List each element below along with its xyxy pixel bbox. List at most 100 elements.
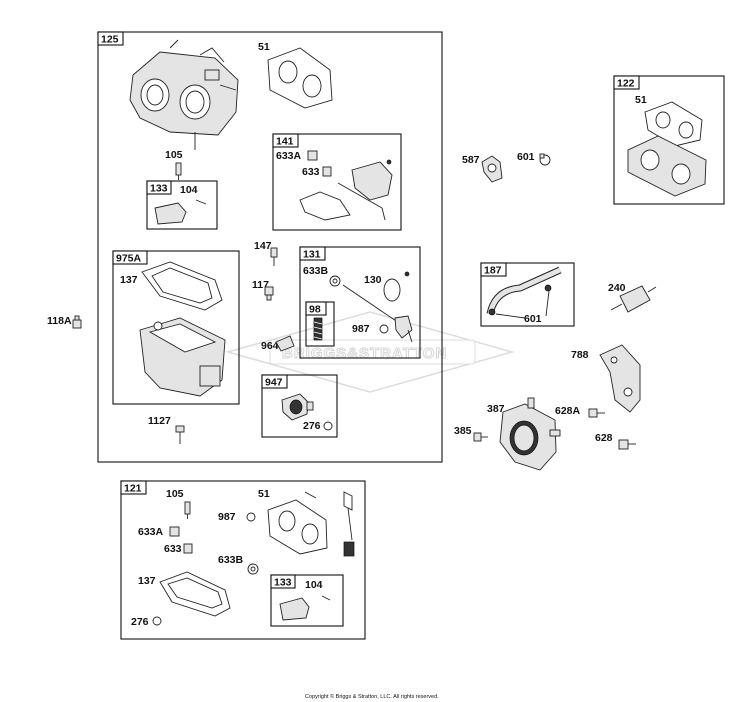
o-ring-276-part bbox=[152, 616, 162, 626]
label-276: 276 bbox=[131, 616, 149, 628]
group-125-tag-box bbox=[97, 31, 124, 46]
label-601: 601 bbox=[524, 313, 542, 325]
group-98-tag: 98 bbox=[309, 304, 321, 316]
bushing-633-part bbox=[322, 166, 332, 177]
label-51: 51 bbox=[258, 488, 270, 500]
group-122-tag: 122 bbox=[617, 78, 635, 90]
label-633B: 633B bbox=[218, 554, 244, 566]
label-387: 387 bbox=[487, 403, 505, 415]
group-975A-tag: 975A bbox=[116, 253, 142, 265]
screw-385-part bbox=[473, 432, 488, 442]
group-187-tag: 187 bbox=[484, 265, 502, 277]
label-788: 788 bbox=[571, 349, 589, 361]
jet-117-part bbox=[264, 286, 274, 301]
group-141-tag: 141 bbox=[276, 136, 294, 148]
fuel-line-187-part bbox=[486, 266, 562, 316]
needle-105-part bbox=[175, 162, 182, 180]
leader-601-b bbox=[545, 290, 550, 317]
label-137: 137 bbox=[138, 575, 156, 587]
solenoid-947-part bbox=[281, 393, 314, 421]
group-187-box bbox=[480, 262, 575, 327]
group-133-tag-box bbox=[270, 574, 296, 589]
group-947-tag: 947 bbox=[265, 377, 283, 389]
clamp-587-part bbox=[481, 155, 503, 183]
group-947-box bbox=[261, 374, 338, 438]
group-122-box bbox=[613, 75, 725, 205]
label-105: 105 bbox=[165, 149, 183, 161]
group-98-tag-box bbox=[305, 301, 327, 316]
seal-633B-part bbox=[247, 563, 259, 575]
group-187-tag-box bbox=[480, 262, 507, 277]
group-947-tag-box bbox=[261, 374, 288, 389]
label-118A: 118A bbox=[47, 315, 72, 327]
throttle-plate-130-part bbox=[383, 271, 410, 302]
throttle-shaft-131-part bbox=[342, 284, 413, 343]
group-121-box bbox=[120, 480, 366, 640]
label-137: 137 bbox=[120, 274, 138, 286]
label-276: 276 bbox=[303, 420, 321, 432]
group-121-tag-box bbox=[120, 480, 147, 495]
label-51: 51 bbox=[258, 41, 270, 53]
group-133-box bbox=[270, 574, 344, 627]
bushing-633A-part bbox=[169, 526, 180, 537]
label-147: 147 bbox=[254, 240, 272, 252]
screw-1127-part bbox=[175, 425, 185, 444]
gasket-51-part bbox=[644, 101, 703, 147]
group-133-tag: 133 bbox=[150, 183, 168, 195]
label-240: 240 bbox=[608, 282, 626, 294]
bushing-633-part bbox=[183, 543, 193, 554]
label-628: 628 bbox=[595, 432, 613, 444]
spring-98-part bbox=[313, 317, 323, 341]
screw-147-part bbox=[270, 247, 278, 266]
group-141-tag-box bbox=[272, 133, 299, 148]
label-628A: 628A bbox=[555, 405, 581, 417]
bushing-633A-part bbox=[307, 150, 318, 161]
group-125-box bbox=[97, 31, 443, 463]
group-133-tag: 133 bbox=[274, 577, 292, 589]
gasket-137-part bbox=[159, 571, 231, 617]
gasket-51-part bbox=[267, 47, 333, 109]
group-131-tag-box bbox=[299, 246, 326, 261]
bracket-788-part bbox=[599, 344, 641, 413]
fuel-filter-240-part bbox=[610, 285, 657, 313]
label-104: 104 bbox=[305, 579, 323, 591]
group-122-tag-box bbox=[613, 75, 640, 90]
group-131-box bbox=[299, 246, 421, 359]
group-975A-tag-box bbox=[112, 250, 148, 265]
label-633: 633 bbox=[164, 543, 182, 555]
group-141-box bbox=[272, 133, 402, 231]
label-633B: 633B bbox=[303, 265, 329, 277]
clamp-601-part bbox=[539, 153, 551, 166]
group-133-tag-box bbox=[146, 180, 172, 195]
needle-105-part bbox=[184, 501, 191, 519]
carburetor-body-part bbox=[129, 39, 239, 150]
label-633A: 633A bbox=[276, 150, 302, 162]
label-385: 385 bbox=[454, 425, 472, 437]
screw-628-part bbox=[618, 439, 636, 450]
label-987: 987 bbox=[218, 511, 236, 523]
label-987: 987 bbox=[352, 323, 370, 335]
part-964 bbox=[275, 335, 295, 352]
label-964: 964 bbox=[261, 340, 279, 352]
label-587: 587 bbox=[462, 154, 480, 166]
label-104: 104 bbox=[180, 184, 198, 196]
group-131-tag: 131 bbox=[303, 249, 321, 261]
gasket-137-part bbox=[141, 261, 223, 311]
gasket-51-part bbox=[267, 491, 328, 555]
label-601: 601 bbox=[517, 151, 535, 163]
lever-104-part bbox=[279, 595, 331, 621]
spacer-122-part bbox=[627, 135, 707, 197]
washer-987-part bbox=[379, 324, 389, 334]
group-133-box bbox=[146, 180, 218, 230]
label-51: 51 bbox=[635, 94, 647, 106]
group-121-tag: 121 bbox=[124, 483, 142, 495]
needle-assembly-part bbox=[343, 491, 355, 557]
label-105: 105 bbox=[166, 488, 184, 500]
fuel-pump-387-part bbox=[499, 397, 561, 471]
copyright-text: Copyright © Briggs & Stratton, LLC. All … bbox=[305, 693, 439, 700]
seal-633B-part bbox=[329, 275, 341, 287]
watermark-text: BRIGGS&STRATTON bbox=[282, 345, 447, 362]
fitting-118A-part bbox=[72, 315, 82, 329]
label-633: 633 bbox=[302, 166, 320, 178]
